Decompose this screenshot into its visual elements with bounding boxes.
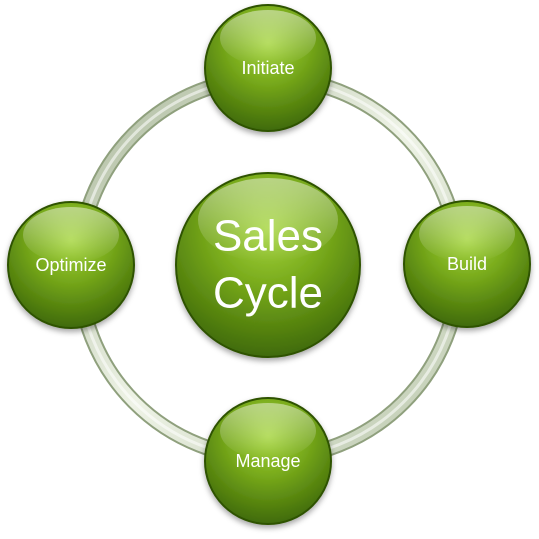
node-optimize: [7, 201, 135, 329]
node-label-optimize: Optimize: [35, 255, 106, 275]
node-initiate: [204, 4, 332, 132]
center-label-line2: Cycle: [213, 269, 323, 318]
center-node: [175, 172, 361, 358]
node-label-initiate: Initiate: [241, 58, 294, 78]
node-manage: [204, 397, 332, 525]
node-label-build: Build: [447, 254, 487, 274]
node-label-manage: Manage: [235, 451, 300, 471]
center-label-line1: Sales: [213, 212, 323, 261]
node-build: [403, 200, 531, 328]
